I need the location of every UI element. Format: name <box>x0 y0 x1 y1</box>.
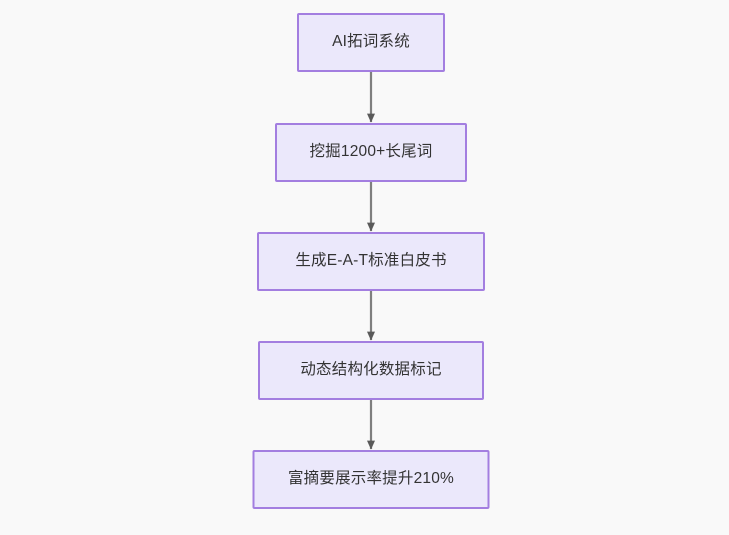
flowchart-node-rich-snippet-impression-uplift[interactable]: 富摘要展示率提升210% <box>252 450 490 509</box>
node-label: 挖掘1200+长尾词 <box>309 143 433 161</box>
node-label: 生成E-A-T标准白皮书 <box>295 252 447 270</box>
node-label: AI拓词系统 <box>332 33 410 51</box>
flowchart-node-ai-keyword-system[interactable]: AI拓词系统 <box>297 13 445 72</box>
flowchart-node-mine-longtail-keywords[interactable]: 挖掘1200+长尾词 <box>275 123 467 182</box>
node-label: 富摘要展示率提升210% <box>287 470 455 488</box>
node-label: 动态结构化数据标记 <box>300 361 442 379</box>
flowchart-node-dynamic-structured-data-markup[interactable]: 动态结构化数据标记 <box>258 341 484 400</box>
flowchart-node-generate-eat-whitepaper[interactable]: 生成E-A-T标准白皮书 <box>257 232 485 291</box>
